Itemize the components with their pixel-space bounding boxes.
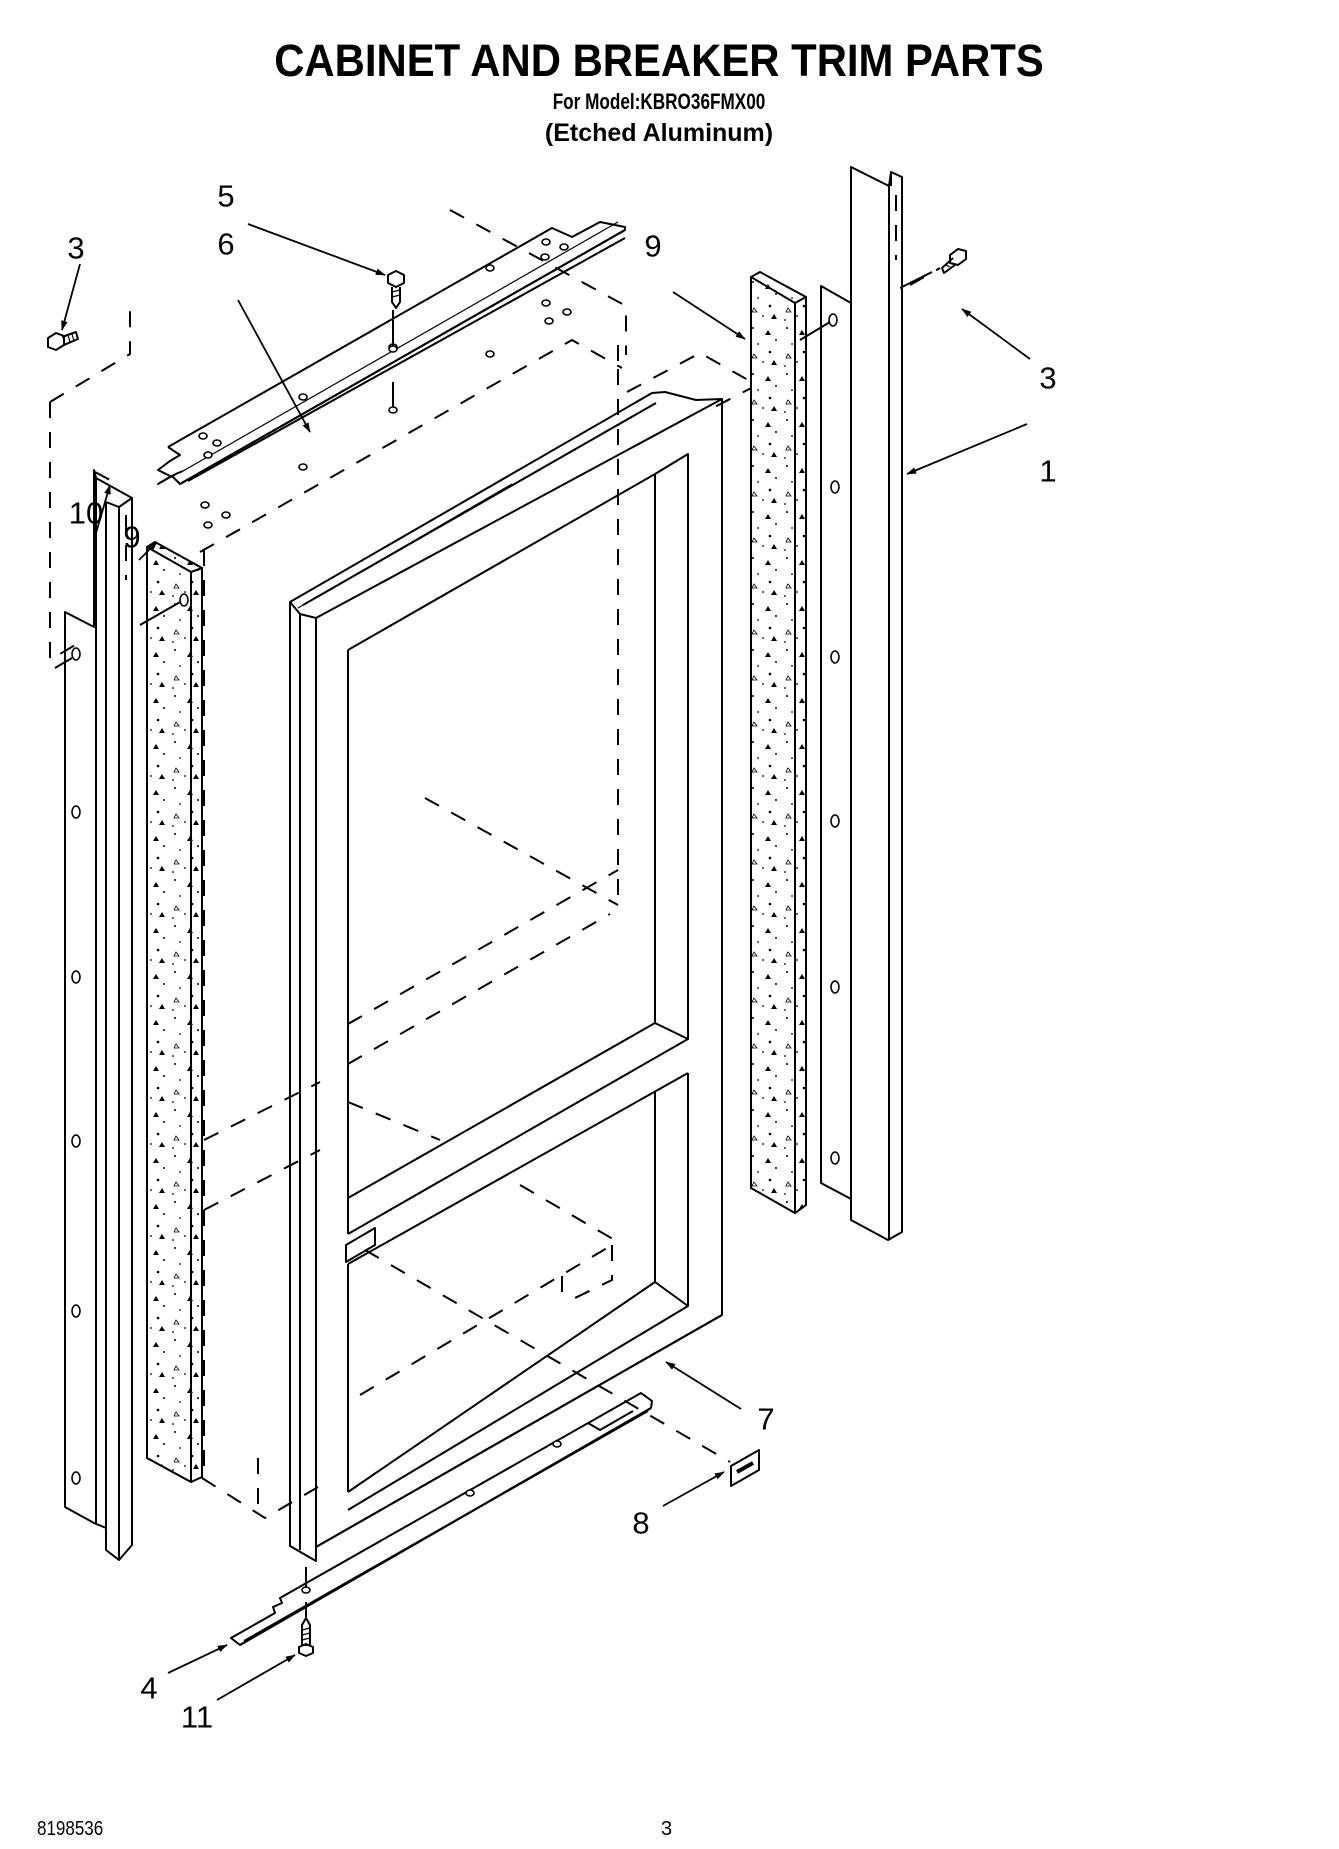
callout-11: 11 <box>180 1699 214 1735</box>
callout-leaders <box>61 223 1031 1701</box>
callout-3-right: 3 <box>1039 360 1057 396</box>
part-11-screw-icon[interactable] <box>298 1617 314 1657</box>
callout-4: 4 <box>140 1670 158 1706</box>
part-10-left-trim[interactable] <box>54 469 133 1561</box>
part-3-right-screw-icon[interactable] <box>899 248 967 289</box>
cabinet-outline-dashed <box>49 209 941 1520</box>
part-3-left-screw-icon[interactable] <box>47 331 79 351</box>
part-4-bottom-rail[interactable] <box>230 1392 653 1646</box>
part-9-right-foam-strip[interactable] <box>750 270 838 1215</box>
part-8-badge-icon[interactable] <box>730 1449 760 1487</box>
model-line: For Model:KBRO36FMX00 <box>552 89 766 114</box>
page-number: 3 <box>661 1818 673 1840</box>
callout-10: 10 <box>68 495 104 531</box>
part-7-trim-frame[interactable] <box>289 391 723 1562</box>
callout-8: 8 <box>632 1505 650 1541</box>
part-1-right-trim[interactable] <box>820 166 903 1241</box>
part-6-top-rail[interactable] <box>157 221 626 529</box>
callout-7: 7 <box>757 1401 775 1437</box>
finish-variant: (Etched Aluminum) <box>544 119 774 147</box>
document-number: 8198536 <box>37 1818 104 1840</box>
callout-1: 1 <box>1039 453 1057 489</box>
callout-9-right: 9 <box>644 228 662 264</box>
part-5-screw-icon[interactable] <box>387 270 405 414</box>
callout-9-left: 9 <box>123 519 141 555</box>
badge-leader-line <box>364 1249 731 1463</box>
callout-6: 6 <box>217 226 235 262</box>
page-title: CABINET AND BREAKER TRIM PARTS <box>274 35 1044 86</box>
part-9-left-foam-strip[interactable] <box>139 540 203 1484</box>
callout-3-left: 3 <box>67 230 85 266</box>
callout-5: 5 <box>217 178 235 214</box>
